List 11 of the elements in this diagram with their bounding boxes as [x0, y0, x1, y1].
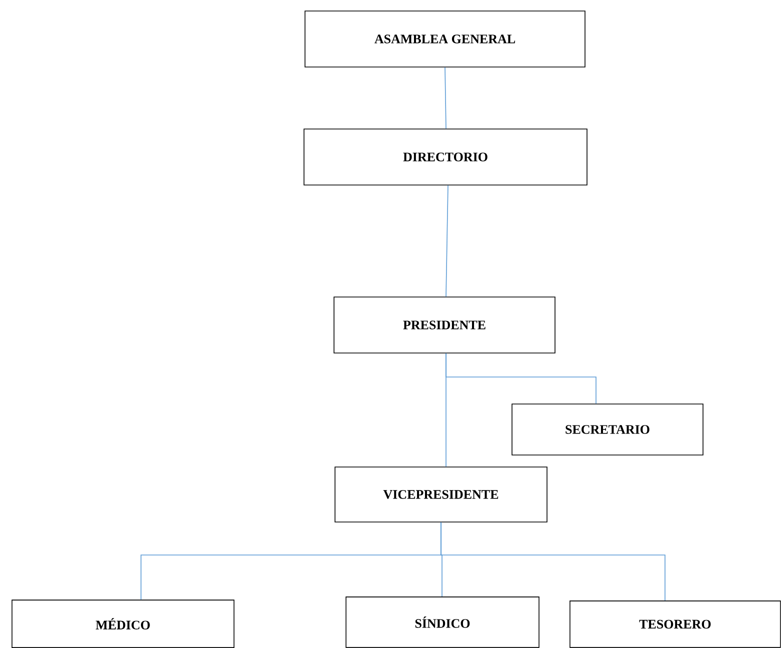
- org-box: TESORERO: [570, 600, 781, 648]
- connector-line: [446, 185, 448, 297]
- org-box: SECRETARIO: [512, 404, 704, 456]
- org-box: PRESIDENTE: [334, 296, 556, 354]
- connector-line: [440, 522, 666, 601]
- org-box: MÉDICO: [12, 600, 234, 648]
- org-box: VICEPRESIDENTE: [334, 466, 548, 522]
- org-box: SÍNDICO: [346, 596, 540, 648]
- connector-line: [444, 67, 446, 129]
- org-box: ASAMBLEA GENERAL: [304, 10, 586, 68]
- org-box: DIRECTORIO: [304, 128, 588, 186]
